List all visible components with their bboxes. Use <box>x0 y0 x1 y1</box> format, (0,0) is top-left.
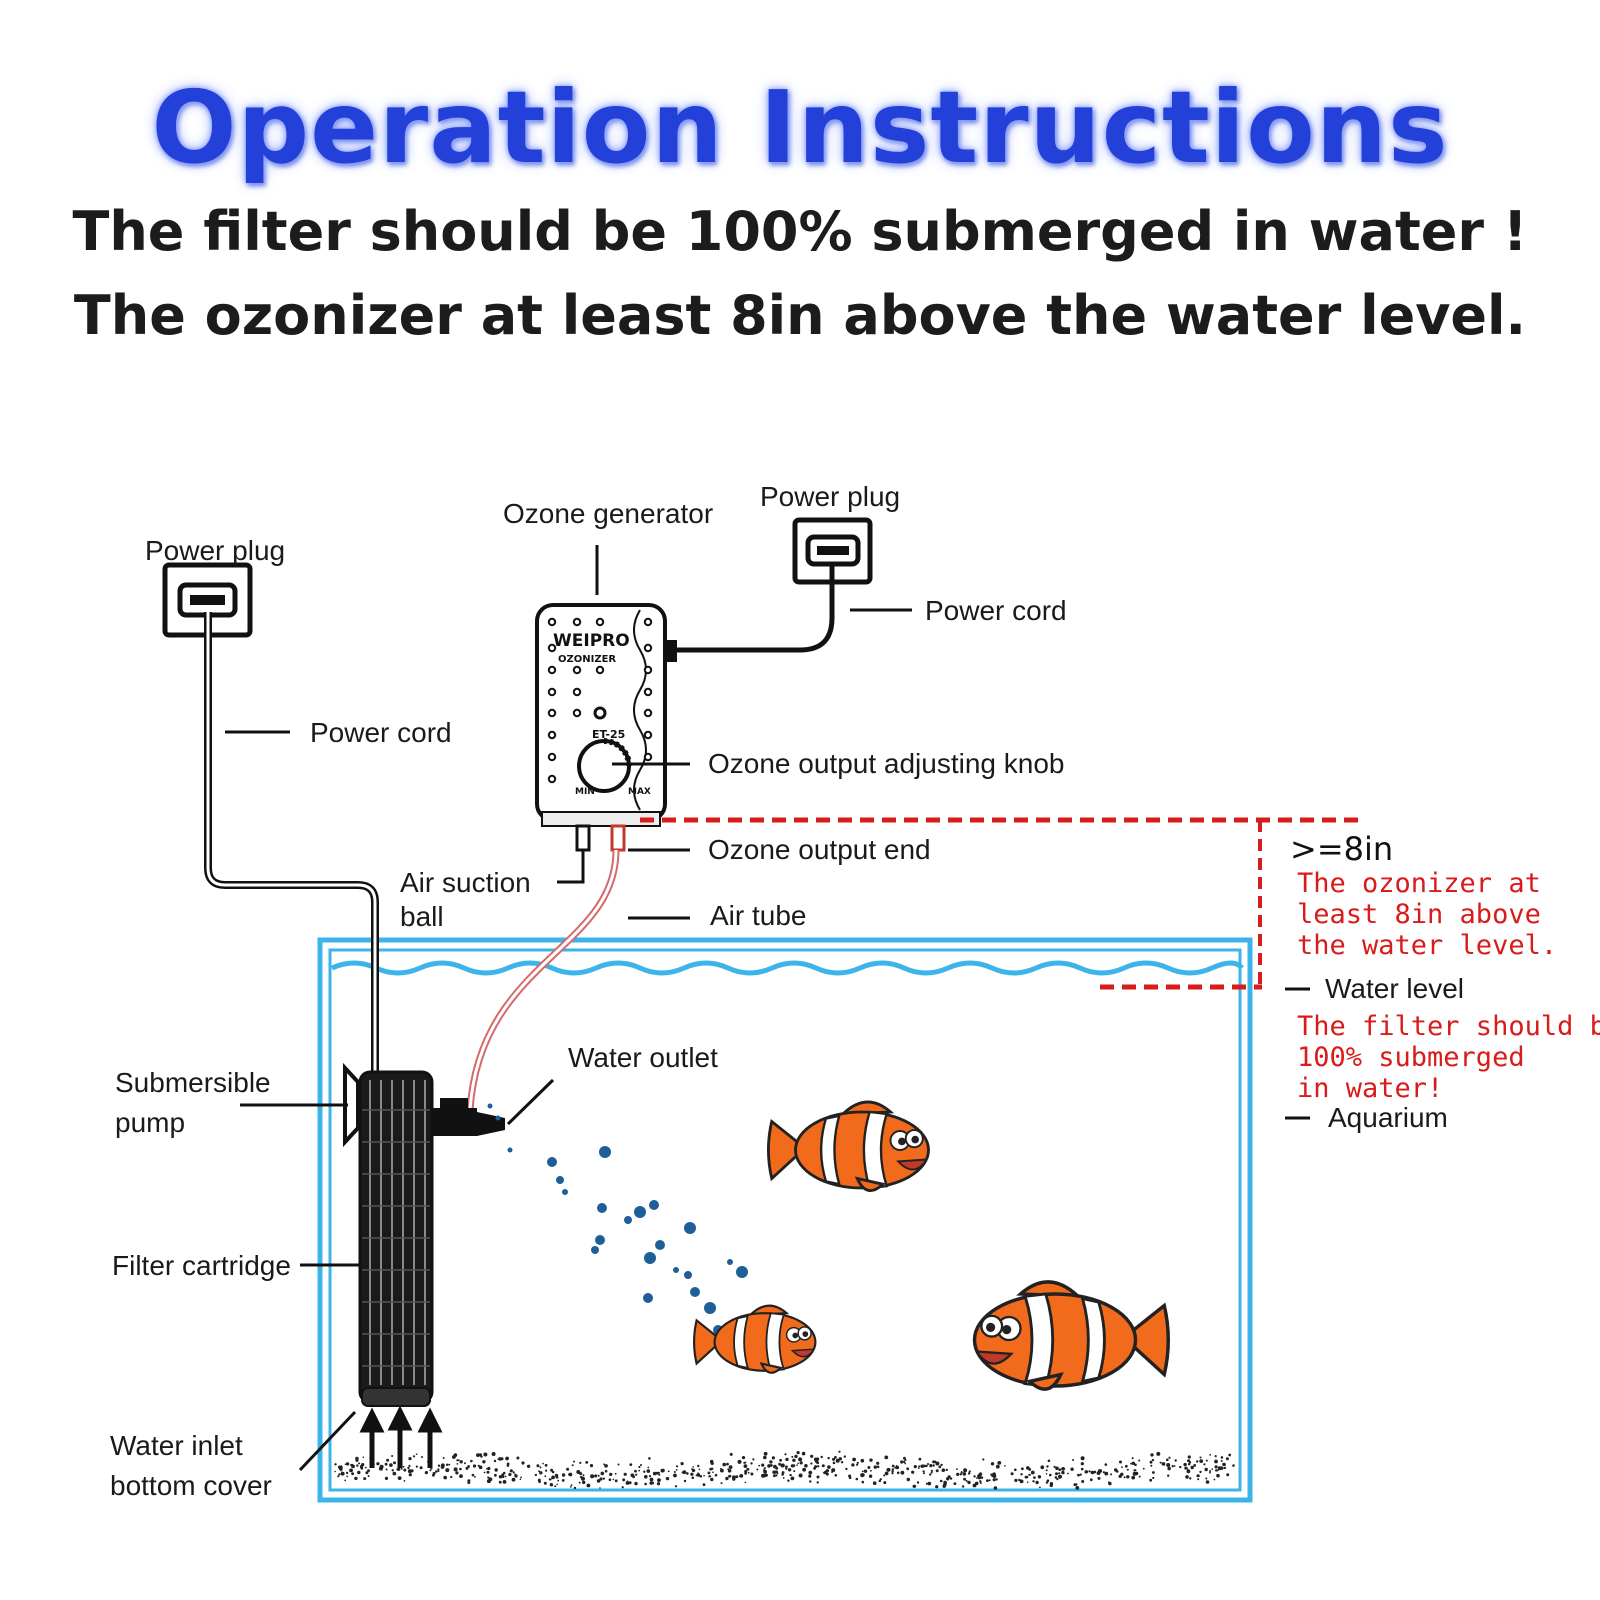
note-ozonizer-line-3: the water level. <box>1297 930 1557 961</box>
ozone-generator: WEIPRO OZONIZER ET-25 MIN MAX <box>535 603 677 852</box>
filter-cartridge <box>358 1070 434 1407</box>
label-submersible-1: Submersible <box>115 1067 271 1098</box>
device-type: OZONIZER <box>558 654 616 665</box>
note-filter-line-2: 100% submerged <box>1297 1042 1525 1073</box>
label-ozone-knob: Ozone output adjusting knob <box>708 748 1064 779</box>
clownfish-large <box>972 1280 1171 1391</box>
label-air-suction-2: ball <box>400 901 444 932</box>
knob-max: MAX <box>628 787 651 797</box>
knob-min: MIN <box>575 787 595 797</box>
clownfish-top <box>766 1100 930 1193</box>
ozone-bubbles <box>487 1103 748 1335</box>
note-filter-line-1: The filter should be <box>1297 1011 1600 1042</box>
label-filter-cartridge: Filter cartridge <box>112 1250 291 1281</box>
gravel-bottom <box>334 1450 1235 1490</box>
subtitle-ozonizer-height: The ozonizer at least 8in above the wate… <box>73 284 1527 347</box>
air-suction-ball <box>575 824 591 852</box>
label-air-tube: Air tube <box>710 900 807 931</box>
label-ozone-generator: Ozone generator <box>503 498 713 529</box>
label-ozone-output-end: Ozone output end <box>708 834 931 865</box>
ozone-output-end <box>610 824 626 852</box>
label-power-plug-left: Power plug <box>145 535 285 566</box>
label-power-plug-right: Power plug <box>760 481 900 512</box>
height-bracket <box>640 817 1362 990</box>
label-power-cord-right: Power cord <box>925 595 1067 626</box>
note-ozonizer-line-1: The ozonizer at <box>1297 868 1541 899</box>
vent-holes <box>547 617 653 784</box>
note-distance: >=8in <box>1290 830 1393 868</box>
note-filter-line-3: in water! <box>1297 1073 1443 1104</box>
subtitle-filter-submerged: The filter should be 100% submerged in w… <box>72 200 1528 263</box>
note-ozonizer-line-2: least 8in above <box>1297 899 1541 930</box>
label-air-suction-1: Air suction <box>400 867 531 898</box>
water-level-line <box>330 960 1244 976</box>
submersible-pump-intake <box>343 1062 360 1148</box>
water-inlet-arrows <box>359 1405 443 1468</box>
label-water-outlet: Water outlet <box>568 1042 718 1073</box>
clownfish-small <box>693 1304 817 1374</box>
leader-lines <box>225 608 1310 1472</box>
label-submersible-2: pump <box>115 1107 185 1138</box>
aquarium-tank <box>317 937 1253 1503</box>
device-brand: WEIPRO <box>553 631 630 651</box>
page-title: Operation Instructions <box>151 69 1449 186</box>
left-power-plug <box>162 562 253 638</box>
label-water-level: Water level <box>1325 973 1464 1004</box>
left-power-cord <box>204 612 379 1072</box>
label-aquarium: Aquarium <box>1328 1102 1448 1133</box>
label-water-inlet-1: Water inlet <box>110 1430 243 1461</box>
label-water-inlet-2: bottom cover <box>110 1470 272 1501</box>
label-power-cord-left: Power cord <box>310 717 452 748</box>
right-power-cord <box>677 562 835 653</box>
device-model: ET-25 <box>592 728 625 741</box>
